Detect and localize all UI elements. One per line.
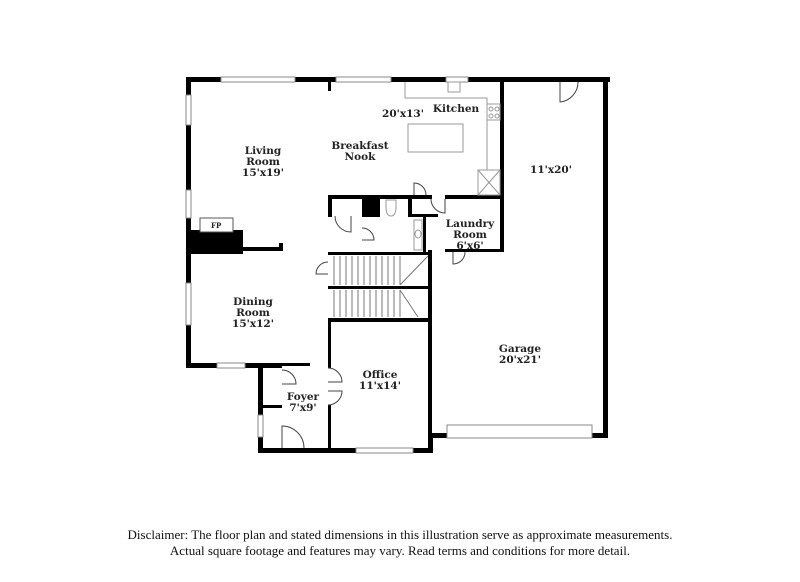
room-name: Garage (498, 343, 542, 355)
stairs (333, 255, 429, 318)
room-label-living-room: Living Room 15'x19' (228, 146, 298, 179)
room-name: Kitchen (432, 103, 480, 115)
fireplace-label: FP (211, 221, 222, 230)
room-name: Foyer (286, 391, 320, 403)
windows (185, 76, 593, 454)
room-name: Room (246, 156, 280, 168)
room-dimensions: 6'x6' (456, 240, 484, 252)
kitchen-fixtures (404, 81, 501, 196)
disclaimer: Disclaimer: The floor plan and stated di… (0, 527, 800, 559)
room-name: Room (453, 229, 487, 241)
room-name: Living (244, 145, 282, 157)
room-dimensions: 20'x21' (499, 354, 541, 366)
disclaimer-line-1: Disclaimer: The floor plan and stated di… (127, 527, 673, 542)
exterior-walls (186, 77, 610, 453)
room-name: Breakfast (331, 140, 389, 152)
fireplace (199, 217, 234, 233)
room-name: Dining (233, 296, 273, 308)
room-label-breakfast-nook: Breakfast Nook (325, 141, 395, 163)
room-dimensions: 7'x9' (289, 402, 317, 414)
room-label-bonus-room: 11'x20' (516, 165, 586, 176)
room-label-laundry-room: Laundry Room 6'x6' (440, 219, 500, 252)
room-name: Office (362, 369, 398, 381)
bathroom-fixtures (385, 199, 423, 251)
room-label-foyer: Foyer 7'x9' (283, 392, 323, 414)
room-label-garage: Garage 20'x21' (485, 344, 555, 366)
room-label-kitchen-dimensions: 20'x13' (378, 109, 428, 120)
room-label-office: Office 11'x14' (350, 370, 410, 392)
room-name: Room (236, 307, 270, 319)
room-dimensions: 11'x14' (359, 380, 401, 392)
room-dimensions: 11'x20' (530, 164, 572, 176)
interior-walls (186, 77, 503, 451)
room-dimensions: 15'x19' (242, 167, 284, 179)
room-dimensions: 15'x12' (232, 318, 274, 330)
room-label-dining-room: Dining Room 15'x12' (218, 297, 288, 330)
room-name: Laundry (445, 218, 495, 230)
disclaimer-line-2: Actual square footage and features may v… (169, 543, 631, 558)
room-label-kitchen: Kitchen (430, 104, 482, 115)
doors (281, 81, 579, 449)
room-name: Nook (344, 151, 376, 163)
room-dimensions: 20'x13' (382, 108, 424, 120)
